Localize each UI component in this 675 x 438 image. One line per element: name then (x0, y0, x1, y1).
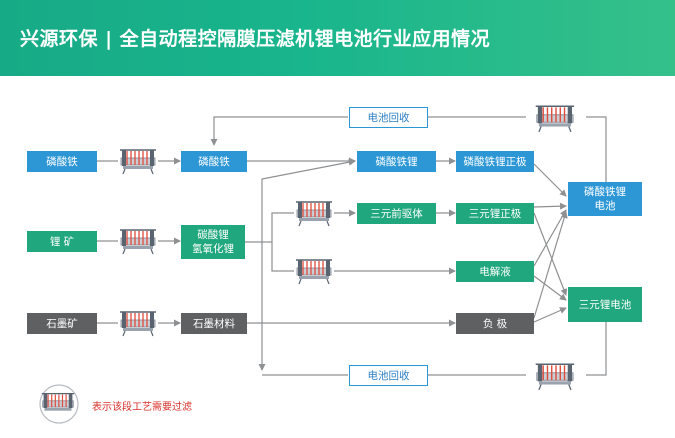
line-to-press-ternary (271, 212, 294, 242)
node-lfp-refined: 磷酸铁 (181, 151, 247, 172)
node-label: 电池回收 (367, 111, 410, 124)
node-graphite-material: 石墨材料 (181, 313, 247, 334)
node-label-line2: 氢氧化锂 (192, 243, 234, 255)
arrow-anode-to-lfpbat (533, 211, 568, 319)
node-label: 磷酸铁锂正极 (463, 155, 527, 168)
arrow-anode-to-ternbat (533, 307, 567, 323)
filter-press-icon (120, 229, 156, 255)
node-lfp-cathode: 磷酸铁锂正极 (456, 151, 534, 172)
filter-press-icon (296, 259, 332, 285)
legend-filter-press-icon (39, 384, 79, 424)
node-label: 负 极 (482, 317, 508, 330)
node-label: 三元锂正极 (468, 207, 522, 220)
filter-press-icon (296, 201, 332, 227)
node-label: 电解液 (479, 265, 511, 278)
line-ternbat-to-recycle-press (586, 322, 607, 376)
node-label-line1: 磷酸铁锂 (584, 186, 626, 198)
node-label: 磷酸铁 (46, 155, 78, 168)
header-banner: 兴源环保 | 全自动程控隔膜压滤机锂电池行业应用情况 (0, 0, 675, 76)
page-title: 兴源环保 | 全自动程控隔膜压滤机锂电池行业应用情况 (20, 28, 491, 50)
arrow-cathode-to-lfpbat (533, 163, 567, 197)
node-label-line1: 碳酸锂 (197, 229, 229, 241)
arrow-hub-to-lfpli (261, 158, 356, 250)
node-electrolyte: 电解液 (456, 261, 534, 282)
line-lfpbat-to-recycle-press (586, 116, 607, 182)
filter-press-icon (120, 311, 156, 337)
arrow-ternary-to-ternbat (533, 212, 568, 296)
node-label-line2: 电池 (594, 200, 616, 212)
line-to-press-electrolyte (271, 242, 294, 272)
node-recycle-top: 电池回收 (349, 107, 428, 128)
legend-text: 表示该段工艺需要过滤 (92, 402, 192, 413)
node-lfp-li: 磷酸铁锂 (357, 151, 436, 172)
node-label: 石墨材料 (193, 317, 235, 330)
node-lfp-raw: 磷酸铁 (27, 151, 97, 172)
node-recycle-bottom: 电池回收 (349, 365, 428, 386)
arrow-ternary-to-lfpbat (533, 202, 567, 210)
node-ternary-cathode: 三元锂正极 (456, 203, 534, 224)
node-label: 三元前驱体 (370, 207, 423, 220)
node-label: 磷酸铁 (198, 155, 230, 168)
node-lfp-battery: 磷酸铁锂 电池 (568, 182, 642, 216)
node-label: 电池回收 (367, 369, 410, 382)
filter-press-icon (535, 363, 575, 391)
node-label: 锂 矿 (49, 235, 75, 248)
filter-press-icon (535, 105, 575, 133)
node-anode: 负 极 (456, 313, 534, 334)
arrow-recycle-to-lfp (210, 116, 348, 146)
node-ternary-battery: 三元锂电池 (568, 287, 642, 322)
node-graphite-ore: 石墨矿 (27, 313, 97, 334)
node-label: 磷酸铁锂 (375, 155, 418, 168)
filter-press-icon (120, 149, 156, 175)
node-li-carbonate: 碳酸锂 氢氧化锂 (181, 225, 245, 259)
arrow-electrolyte-to-lfpbat (533, 209, 567, 267)
node-label: 三元锂电池 (578, 298, 632, 311)
node-ternary-precursor: 三元前驱体 (357, 203, 436, 224)
node-lithium-ore: 锂 矿 (27, 231, 97, 252)
node-label: 石墨矿 (46, 317, 78, 330)
arrow-electrolyte-to-ternbat (533, 275, 567, 301)
